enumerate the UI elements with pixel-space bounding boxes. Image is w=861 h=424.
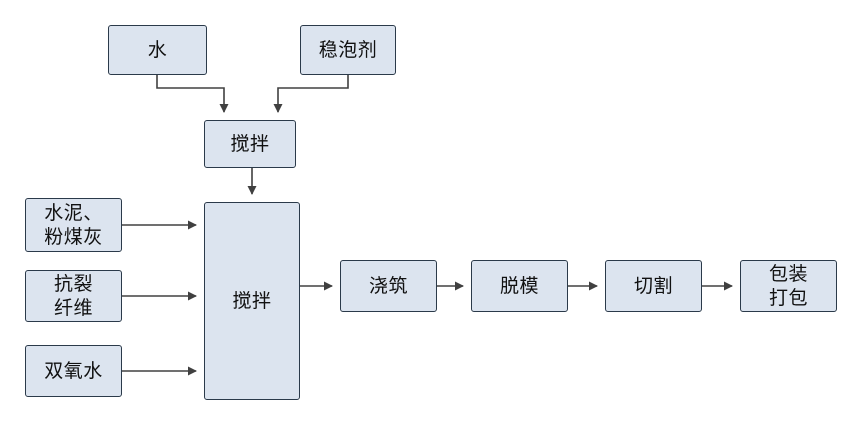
node-fiber[interactable]: 抗裂 纤维 xyxy=(25,270,122,322)
node-pouring[interactable]: 浇筑 xyxy=(340,260,437,312)
connector-water-to-mixtop xyxy=(156,75,229,113)
node-water[interactable]: 水 xyxy=(108,25,207,75)
node-cement[interactable]: 水泥、 粉煤灰 xyxy=(25,198,122,252)
node-peroxide[interactable]: 双氧水 xyxy=(25,345,122,397)
node-mix-main[interactable]: 搅拌 xyxy=(204,202,300,400)
node-mix-top[interactable]: 搅拌 xyxy=(204,120,296,168)
node-stabilizer[interactable]: 稳泡剂 xyxy=(300,25,396,75)
node-packaging[interactable]: 包装 打包 xyxy=(740,260,837,312)
connector-stabilizer-to-mixtop xyxy=(273,75,349,113)
node-cutting[interactable]: 切割 xyxy=(605,260,702,312)
node-demolding[interactable]: 脱模 xyxy=(471,260,568,312)
